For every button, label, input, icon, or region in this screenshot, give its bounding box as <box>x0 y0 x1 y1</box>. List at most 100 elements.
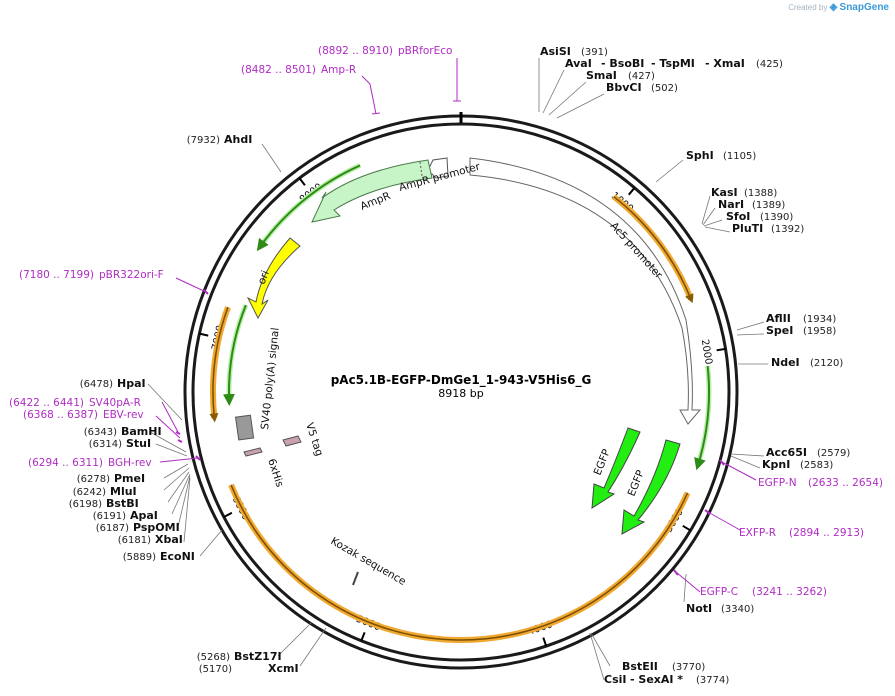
kozak-mark <box>352 571 359 586</box>
primer-egfp-c[interactable]: EGFP-C <box>700 586 738 598</box>
site-pluti[interactable]: PluTI <box>732 222 763 235</box>
svg-text:(6191): (6191) <box>93 511 126 522</box>
site-avai[interactable]: AvaI <box>565 57 592 70</box>
ac5-promoter-arrow <box>469 157 702 425</box>
tick-mark <box>716 347 726 352</box>
svg-text:(8892 .. 8910): (8892 .. 8910) <box>318 45 393 57</box>
tick-mark <box>298 177 306 186</box>
svg-text:(2894 .. 2913): (2894 .. 2913) <box>789 527 864 539</box>
primer-exfp-r[interactable]: EXFP-R <box>739 527 776 539</box>
snapgene-brand: SnapGene <box>839 2 889 13</box>
site-tspmi[interactable]: - TspMI <box>651 57 695 70</box>
site-kasi[interactable]: KasI <box>711 186 738 199</box>
site-hpai[interactable]: HpaI <box>117 377 146 390</box>
site-bstz17i[interactable]: BstZ17I <box>234 650 282 663</box>
site-xmai[interactable]: - XmaI <box>705 57 745 70</box>
svg-text:(6278): (6278) <box>77 474 110 485</box>
site-stui[interactable]: StuI <box>126 437 151 450</box>
his-tag-box <box>243 447 263 457</box>
svg-text:(6242): (6242) <box>73 487 106 498</box>
site-bstbi[interactable]: BstBI <box>106 497 139 510</box>
site-bbvci[interactable]: BbvCI <box>606 81 642 94</box>
features <box>234 157 702 586</box>
sv40-label: SV40 poly(A) signal <box>259 327 282 430</box>
site-econi[interactable]: EcoNI <box>160 550 195 563</box>
svg-text:(3774): (3774) <box>696 675 729 686</box>
site-xcmi[interactable]: XcmI <box>268 662 299 675</box>
orf-arc-orange-7000-core <box>209 306 229 423</box>
svg-text:(6422 .. 6441): (6422 .. 6441) <box>9 397 84 409</box>
svg-text:(1958): (1958) <box>803 326 836 337</box>
ori-label: ori <box>256 269 272 286</box>
snapgene-logo-icon: ◈ <box>829 2 838 13</box>
site-labels: AsiSI (391) AvaI - BsoBI - TspMI - XmaI … <box>69 45 851 686</box>
site-pspomi[interactable]: PspOMI <box>133 521 180 534</box>
svg-text:(1934): (1934) <box>803 314 836 325</box>
backbone <box>183 112 739 670</box>
svg-text:(7932): (7932) <box>187 135 220 146</box>
site-sphi[interactable]: SphI <box>686 149 714 162</box>
site-noti[interactable]: NotI <box>686 602 712 615</box>
primer-amp-r[interactable]: Amp-R <box>321 64 356 76</box>
orf-arc-green-2-core <box>694 365 710 471</box>
svg-text:(1388): (1388) <box>744 188 777 199</box>
svg-text:(6181): (6181) <box>118 535 151 546</box>
tick-mark <box>360 632 366 642</box>
svg-text:(391): (391) <box>581 47 608 58</box>
egfp-label-2: EGFP <box>626 468 647 498</box>
site-xbai[interactable]: XbaI <box>155 533 183 546</box>
site-bsobi[interactable]: - BsoBI <box>601 57 644 70</box>
site-mlui[interactable]: MluI <box>110 485 137 498</box>
site-spei[interactable]: SpeI <box>766 324 793 337</box>
primer-pbrforeco[interactable]: pBRforEco <box>398 45 452 57</box>
site-ndei[interactable]: NdeI <box>771 356 800 369</box>
created-by-text: Created by <box>788 3 828 12</box>
site-asisi[interactable]: AsiSI <box>540 45 571 58</box>
tick-mark <box>223 511 233 518</box>
site-smai[interactable]: SmaI <box>586 69 617 82</box>
site-bsteii[interactable]: BstEII <box>622 660 658 673</box>
orf-arc-orange-1-core <box>613 195 694 304</box>
svg-text:(427): (427) <box>628 71 655 82</box>
tick-mark <box>627 187 636 196</box>
orf-arc-green-ampr-core <box>256 164 361 252</box>
primer-ebv-rev[interactable]: EBV-rev <box>103 409 144 421</box>
plasmid-name: pAc5.1B-EGFP-DmGe1_1-943-V5His6_G <box>331 373 592 388</box>
svg-text:(3241 .. 3262): (3241 .. 3262) <box>752 586 827 598</box>
site-sfoi[interactable]: SfoI <box>726 210 750 223</box>
tick-mark <box>682 524 691 532</box>
site-acc65i[interactable]: Acc65I <box>766 446 807 459</box>
svg-text:(1105): (1105) <box>723 151 756 162</box>
orf-arc-green-ampr <box>258 163 362 248</box>
primer-bgh-rev[interactable]: BGH-rev <box>108 457 152 469</box>
site-apai[interactable]: ApaI <box>130 509 158 522</box>
tick-mark <box>199 332 209 337</box>
snapgene-credit: Created by ◈ SnapGene <box>788 2 889 13</box>
primer-labels: (8892 .. 8910) pBRforEco (8482 .. 8501) … <box>9 45 883 598</box>
svg-text:(425): (425) <box>756 59 783 70</box>
primer-sv40pa-r[interactable]: SV40pA-R <box>89 397 141 409</box>
site-csii[interactable]: CsiI <box>604 673 626 686</box>
primer-egfp-n[interactable]: EGFP-N <box>758 477 797 489</box>
sv40-polya-box <box>234 414 255 441</box>
svg-text:(5268): (5268) <box>197 652 230 663</box>
svg-text:(6314): (6314) <box>89 439 122 450</box>
ac5-promoter-label: Ac5 promoter <box>608 220 665 282</box>
svg-text:(6198): (6198) <box>69 499 102 510</box>
svg-text:(502): (502) <box>651 83 678 94</box>
site-aflii[interactable]: AflII <box>766 312 791 325</box>
tick-mark <box>542 637 548 647</box>
site-kpni[interactable]: KpnI <box>762 458 790 471</box>
site-bamhi[interactable]: BamHI <box>121 425 162 438</box>
primer-marks <box>175 289 725 576</box>
ampr-arrow <box>311 159 433 223</box>
svg-text:(6294 .. 6311): (6294 .. 6311) <box>28 457 103 469</box>
primer-leaders <box>155 58 757 593</box>
site-sexai[interactable]: - SexAI * <box>630 673 683 686</box>
site-nari[interactable]: NarI <box>718 198 744 211</box>
his-tag-label: 6xHis <box>265 457 285 488</box>
primer-pbr322ori-f[interactable]: pBR322ori-F <box>99 269 164 281</box>
site-ahdi[interactable]: AhdI <box>224 133 252 146</box>
site-pmei[interactable]: PmeI <box>114 472 145 485</box>
